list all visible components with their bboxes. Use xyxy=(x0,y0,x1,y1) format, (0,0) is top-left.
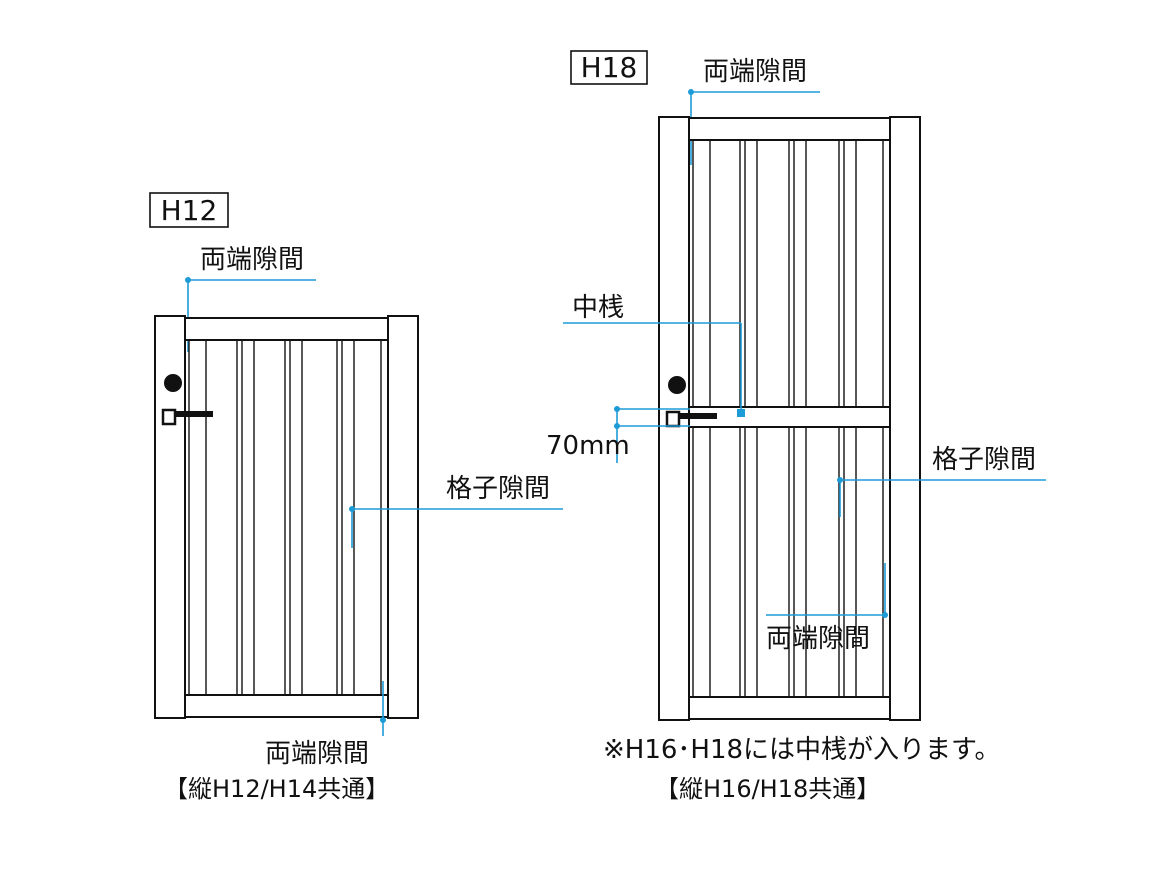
left-badge-box xyxy=(149,192,229,228)
right-note: ※H16･H18には中桟が入ります。 xyxy=(603,735,1000,765)
right-dim-dot-bottom xyxy=(614,423,620,429)
left-bottom-gap-dot xyxy=(380,717,386,723)
right-knob-icon xyxy=(668,376,686,394)
right-mid-rail-dim-label: 70mm xyxy=(546,431,630,461)
left-top-gap-label: 両端隙間 xyxy=(200,245,304,275)
right-slat xyxy=(838,426,857,698)
left-top-rail xyxy=(184,317,389,341)
right-bottom-gap-label: 両端隙間 xyxy=(766,624,870,654)
left-knob-icon xyxy=(164,374,182,392)
left-handle-icon xyxy=(175,411,213,417)
left-lattice-gap-label: 格子隙間 xyxy=(446,474,550,504)
right-upper-lattice xyxy=(692,139,884,408)
right-lattice-gap-label: 格子隙間 xyxy=(932,445,1036,475)
right-right-post xyxy=(889,116,921,721)
right-mid-rail-marker xyxy=(737,409,745,417)
left-bottom-gap-label: 両端隙間 xyxy=(265,739,369,769)
right-lower-lattice xyxy=(692,426,884,698)
right-slat xyxy=(788,426,807,698)
right-slat xyxy=(692,139,711,408)
left-slat xyxy=(236,339,255,696)
right-top-gap-label: 両端隙間 xyxy=(703,57,807,87)
left-slat xyxy=(336,339,355,696)
left-badge: H12 xyxy=(161,194,218,227)
left-panel xyxy=(184,339,389,696)
right-bottom-rail xyxy=(688,696,891,720)
right-bottom-gap-dot xyxy=(882,612,888,618)
right-slat xyxy=(739,139,758,408)
left-lattice xyxy=(188,339,382,696)
right-mid-rail-label: 中桟 xyxy=(572,293,624,323)
right-top-rail xyxy=(688,117,891,141)
right-slat xyxy=(692,426,711,698)
right-slat xyxy=(739,426,758,698)
right-badge: H18 xyxy=(581,51,638,84)
left-top-gap-dot xyxy=(185,277,191,283)
left-slat xyxy=(188,339,207,696)
left-slat xyxy=(284,339,303,696)
left-caption: 【縦H12/H14共通】 xyxy=(164,775,389,803)
right-lattice-gap-dot xyxy=(837,477,843,483)
left-latch-icon xyxy=(161,408,177,426)
left-bottom-rail xyxy=(184,694,389,718)
right-badge-box xyxy=(570,50,648,85)
right-caption: 【縦H16/H18共通】 xyxy=(655,775,880,803)
right-top-gap-dot xyxy=(688,89,694,95)
left-lattice-gap-dot xyxy=(349,506,355,512)
left-gate: H12 両端隙間 格子隙間 xyxy=(149,192,563,803)
right-slat xyxy=(788,139,807,408)
right-gate: H18 両端隙間 xyxy=(546,50,1046,803)
right-slat xyxy=(838,139,857,408)
right-mid-rail xyxy=(688,406,891,428)
right-latch-icon xyxy=(665,410,681,428)
right-dim-dot-top xyxy=(614,406,620,412)
right-handle-icon xyxy=(679,413,717,419)
left-right-post xyxy=(387,315,419,719)
